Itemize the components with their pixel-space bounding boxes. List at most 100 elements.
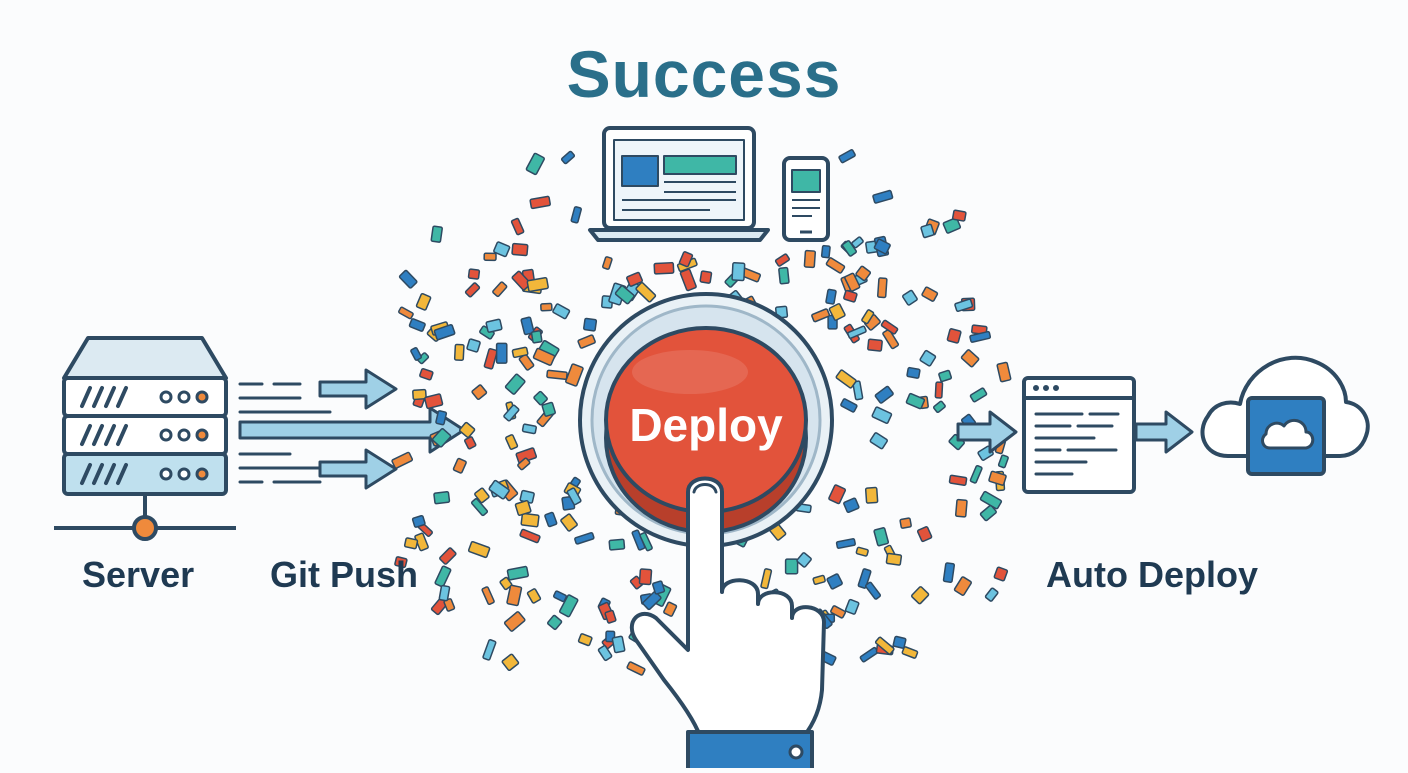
confetti-piece bbox=[433, 323, 456, 341]
confetti-piece bbox=[458, 421, 476, 439]
confetti-piece bbox=[403, 537, 419, 550]
confetti-piece bbox=[471, 384, 488, 400]
confetti-piece bbox=[857, 568, 872, 589]
confetti-piece bbox=[434, 565, 452, 588]
deploy-button[interactable] bbox=[578, 292, 834, 548]
confetti-piece bbox=[398, 269, 418, 289]
confetti-piece bbox=[504, 373, 526, 395]
confetti-piece bbox=[920, 223, 935, 239]
hand-pointer-icon bbox=[629, 476, 826, 773]
confetti-piece bbox=[847, 325, 867, 339]
confetti-piece bbox=[533, 390, 548, 406]
server-icon bbox=[54, 336, 236, 541]
confetti-piece bbox=[602, 256, 613, 270]
confetti-piece bbox=[411, 514, 426, 528]
auto-deploy-label: Auto Deploy bbox=[1046, 554, 1258, 595]
confetti-piece bbox=[481, 586, 495, 606]
deploy-button-label[interactable]: Deploy bbox=[629, 399, 783, 451]
confetti-piece bbox=[871, 406, 893, 424]
confetti-piece bbox=[828, 303, 846, 321]
confetti-piece bbox=[843, 497, 860, 514]
confetti-piece bbox=[485, 318, 503, 333]
page-title: Success bbox=[566, 37, 842, 111]
confetti-piece bbox=[452, 457, 467, 474]
confetti-piece bbox=[844, 598, 860, 615]
confetti-piece bbox=[825, 288, 837, 305]
confetti-piece bbox=[552, 303, 571, 320]
confetti-piece bbox=[521, 423, 537, 435]
confetti-piece bbox=[882, 328, 900, 350]
confetti-piece bbox=[960, 349, 980, 368]
confetti-piece bbox=[419, 367, 434, 381]
confetti-piece bbox=[921, 286, 939, 302]
confetti-piece bbox=[934, 381, 944, 399]
confetti-piece bbox=[828, 484, 847, 505]
confetti-piece bbox=[892, 635, 907, 649]
confetti-piece bbox=[979, 504, 997, 522]
confetti-piece bbox=[540, 302, 553, 312]
server-label: Server bbox=[82, 554, 195, 595]
confetti-piece bbox=[946, 328, 962, 344]
confetti-piece bbox=[499, 576, 513, 591]
confetti-piece bbox=[398, 306, 414, 320]
confetti-piece bbox=[506, 565, 529, 581]
confetti-piece bbox=[492, 281, 508, 298]
confetti-piece bbox=[954, 498, 968, 518]
confetti-piece bbox=[470, 498, 489, 517]
confetti-piece bbox=[830, 605, 847, 619]
confetti-piece bbox=[482, 639, 497, 661]
confetti-piece bbox=[979, 490, 1003, 510]
confetti-piece bbox=[505, 434, 519, 450]
confetti-piece bbox=[969, 330, 992, 343]
confetti-piece bbox=[812, 574, 826, 586]
confetti-piece bbox=[855, 265, 872, 282]
confetti-piece bbox=[501, 653, 520, 672]
confetti-piece bbox=[880, 319, 899, 335]
confetti-piece bbox=[466, 338, 481, 353]
confetti-piece bbox=[424, 393, 444, 410]
confetti-piece bbox=[778, 266, 790, 285]
confetti-piece bbox=[511, 270, 532, 291]
confetti-piece bbox=[932, 400, 946, 414]
confetti-piece bbox=[488, 479, 510, 500]
confetti-piece bbox=[864, 486, 879, 504]
confetti-piece bbox=[885, 552, 903, 566]
confetti-piece bbox=[546, 369, 568, 381]
arrow-bottom bbox=[318, 448, 398, 490]
confetti-piece bbox=[760, 568, 773, 590]
confetti-piece bbox=[899, 517, 912, 529]
confetti-piece bbox=[996, 361, 1012, 383]
confetti-piece bbox=[517, 457, 531, 471]
confetti-piece bbox=[679, 268, 697, 292]
confetti-piece bbox=[506, 584, 523, 607]
confetti-piece bbox=[415, 292, 432, 311]
confetti-piece bbox=[874, 385, 894, 404]
confetti-piece bbox=[855, 546, 869, 557]
confetti-piece bbox=[565, 363, 584, 387]
confetti-piece bbox=[626, 271, 643, 287]
confetti-piece bbox=[532, 347, 556, 366]
confetti-piece bbox=[560, 513, 578, 532]
confetti-piece bbox=[663, 601, 678, 617]
confetti-piece bbox=[394, 556, 408, 569]
confetti-piece bbox=[678, 251, 694, 268]
confetti-piece bbox=[511, 346, 529, 359]
confetti-piece bbox=[519, 528, 541, 544]
confetti-piece bbox=[843, 289, 858, 303]
confetti-piece bbox=[840, 398, 858, 413]
confetti-piece bbox=[901, 646, 919, 659]
confetti-piece bbox=[438, 584, 451, 602]
cloud-icon bbox=[1200, 355, 1370, 476]
confetti-piece bbox=[503, 611, 526, 632]
confetti-piece bbox=[604, 609, 617, 624]
confetti-piece bbox=[867, 338, 883, 352]
confetti-piece bbox=[525, 152, 545, 176]
confetti-piece bbox=[844, 272, 861, 292]
confetti-piece bbox=[431, 428, 452, 448]
confetti-piece bbox=[638, 568, 653, 586]
arrow-to-window bbox=[956, 410, 1018, 454]
confetti-piece bbox=[874, 636, 895, 655]
confetti-piece bbox=[483, 252, 497, 262]
